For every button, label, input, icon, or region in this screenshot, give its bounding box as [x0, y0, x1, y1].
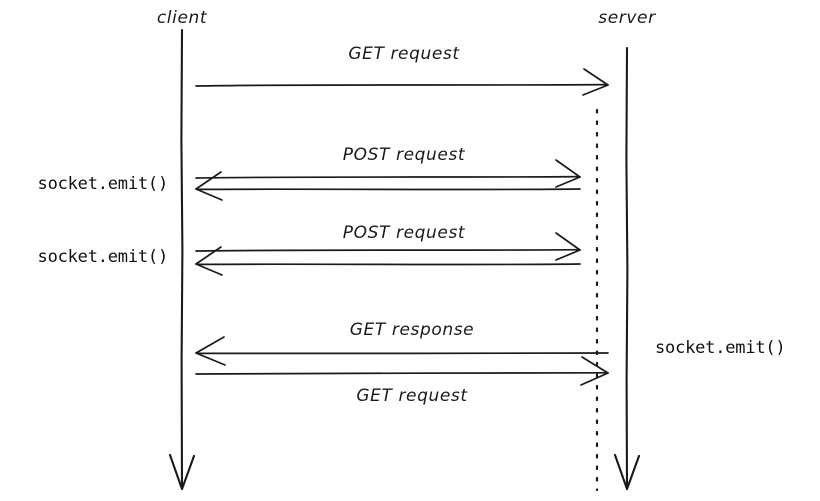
lifeline-client	[168, 28, 196, 491]
actor-label-client: client	[156, 8, 208, 28]
socket-emit-annotation-post-2: socket.emit()	[37, 247, 169, 267]
lifeline-server	[613, 46, 641, 491]
message-arrow-get-request-1	[195, 68, 609, 96]
message-arrow-post-request-1	[195, 159, 581, 188]
socket-emit-annotation-post-1: socket.emit()	[37, 174, 169, 194]
message-label-get-response: GET response	[349, 320, 475, 340]
message-label-get-request-1: GET request	[348, 44, 460, 64]
message-arrow-get-response	[195, 336, 609, 366]
message-arrow-post-return-1	[195, 171, 581, 201]
actor-label-server: server	[598, 8, 656, 28]
message-arrow-get-request-2	[195, 356, 609, 386]
message-label-post-request-1: POST request	[342, 145, 466, 165]
socket-emit-annotation-server: socket.emit()	[655, 338, 786, 358]
message-label-get-request-2: GET request	[356, 386, 468, 406]
message-label-post-request-2: POST request	[342, 223, 466, 243]
message-arrow-post-request-2	[195, 232, 581, 261]
message-arrow-post-return-2	[195, 246, 581, 276]
